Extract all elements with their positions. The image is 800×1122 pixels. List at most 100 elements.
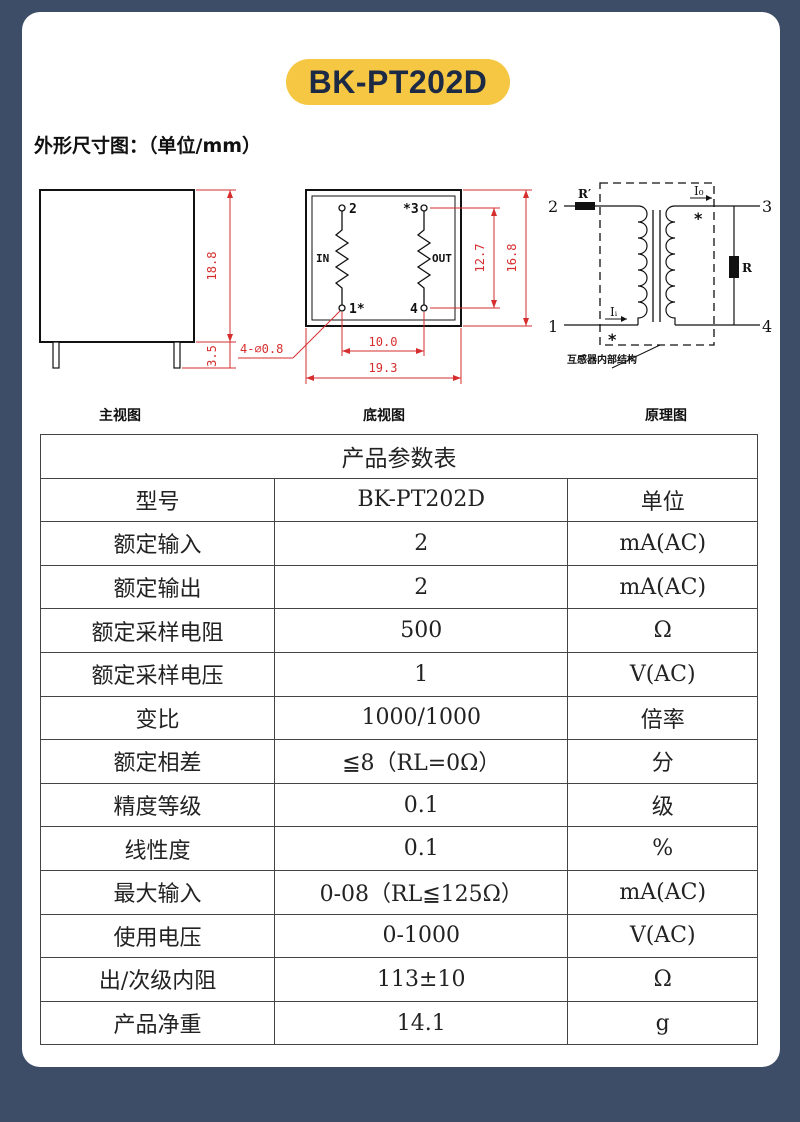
front-height-dim: 18.8 bbox=[205, 252, 219, 281]
secondary-polarity-mark: * bbox=[694, 209, 703, 228]
param-value: ≦8（RL=0Ω） bbox=[274, 739, 569, 784]
pin-hole-4 bbox=[420, 304, 428, 312]
pin-hole-1 bbox=[338, 304, 346, 312]
param-unit: mA(AC) bbox=[567, 521, 758, 566]
param-name: 精度等级 bbox=[39, 782, 276, 828]
param-name: 变比 bbox=[39, 695, 276, 741]
header-cell-unit: 单位 bbox=[567, 477, 758, 523]
schem-pin-1: 1 bbox=[548, 317, 558, 336]
param-unit: g bbox=[567, 1000, 758, 1046]
table-row: 额定相差≦8（RL=0Ω）分 bbox=[39, 739, 758, 784]
r-prime-label: R′ bbox=[578, 187, 591, 201]
param-name: 线性度 bbox=[39, 826, 276, 871]
bottom-pin-2-label: 2 bbox=[349, 202, 357, 217]
param-value: 2 bbox=[274, 521, 569, 566]
r-prime-resistor bbox=[575, 202, 595, 210]
param-name: 产品净重 bbox=[39, 1000, 276, 1046]
out-coil-symbol bbox=[416, 211, 432, 305]
param-value: 0-1000 bbox=[274, 913, 569, 959]
primary-winding bbox=[637, 205, 648, 325]
dim-16-8: 16.8 bbox=[505, 244, 519, 273]
primary-polarity-mark: * bbox=[608, 330, 617, 349]
param-unit: V(AC) bbox=[567, 913, 758, 959]
bottom-view-caption: 底视图 bbox=[363, 408, 405, 424]
schem-pin-2: 2 bbox=[548, 197, 558, 216]
front-view-body bbox=[39, 189, 195, 343]
param-value: 0-08（RL≦125Ω） bbox=[274, 869, 569, 915]
schem-pin-3: 3 bbox=[762, 197, 772, 216]
r-label: R bbox=[742, 261, 753, 275]
dim-10-0: 10.0 bbox=[369, 335, 398, 349]
out-label: OUT bbox=[432, 252, 452, 265]
front-view-caption: 主视图 bbox=[99, 408, 141, 424]
param-unit: % bbox=[567, 826, 758, 871]
bottom-pin-1-label: 1* bbox=[349, 302, 365, 317]
param-value: 1000/1000 bbox=[274, 695, 569, 741]
param-value: 113±10 bbox=[274, 957, 569, 1002]
secondary-winding bbox=[665, 205, 676, 325]
front-view-pin-right bbox=[173, 341, 181, 369]
ii-label: Iᵢ bbox=[610, 305, 618, 319]
param-name: 最大输入 bbox=[39, 869, 276, 915]
param-unit: 倍率 bbox=[567, 695, 758, 741]
param-value: 14.1 bbox=[274, 1000, 569, 1046]
table-caption-row: 产品参数表 bbox=[40, 434, 758, 479]
r-resistor bbox=[729, 256, 739, 278]
in-label: IN bbox=[316, 252, 329, 265]
param-name: 出/次级内阻 bbox=[39, 957, 276, 1002]
param-unit: mA(AC) bbox=[567, 869, 758, 915]
table-caption: 产品参数表 bbox=[40, 434, 758, 479]
param-name: 额定相差 bbox=[39, 739, 276, 784]
param-unit: mA(AC) bbox=[567, 564, 758, 610]
technical-drawings: 18.8 3.5 2 *3 1* 4 IN OUT 12.7 16.8 10.0 bbox=[39, 182, 772, 384]
schematic-drawing: 2 3 1 4 R′ I₀ Iᵢ R * * 互感器内部结构 bbox=[548, 182, 772, 369]
param-value: 0.1 bbox=[274, 782, 569, 828]
param-value: 2 bbox=[274, 564, 569, 610]
param-value: 1 bbox=[274, 651, 569, 697]
bottom-pin-3-label: *3 bbox=[403, 202, 419, 217]
dim-19-3: 19.3 bbox=[369, 361, 398, 375]
hole-callout: 4-⌀0.8 bbox=[240, 342, 283, 356]
schem-pin-4: 4 bbox=[762, 317, 772, 336]
pin-hole-2 bbox=[338, 204, 346, 212]
param-unit: V(AC) bbox=[567, 651, 758, 697]
param-name: 额定输入 bbox=[39, 521, 276, 566]
header-cell-model-value: BK-PT202D bbox=[274, 477, 569, 523]
front-view-drawing: 18.8 3.5 bbox=[39, 189, 236, 369]
param-value: 500 bbox=[274, 608, 569, 653]
param-unit: Ω bbox=[567, 608, 758, 653]
in-coil-symbol bbox=[334, 211, 350, 305]
dimension-heading: 外形尺寸图：（单位/mm） bbox=[34, 135, 262, 157]
header-cell-model: 型号 bbox=[39, 477, 276, 523]
param-name: 额定采样电阻 bbox=[39, 608, 276, 653]
front-pin-dim: 3.5 bbox=[205, 345, 219, 367]
bottom-view-body bbox=[305, 189, 462, 327]
product-title: BK-PT202D bbox=[308, 63, 488, 100]
table-header-row: 型号 BK-PT202D 单位 bbox=[39, 477, 758, 523]
pin-hole-3 bbox=[420, 204, 428, 212]
param-unit: Ω bbox=[567, 957, 758, 1002]
param-unit: 级 bbox=[567, 782, 758, 828]
internal-structure-box bbox=[599, 182, 715, 346]
io-label: I₀ bbox=[694, 184, 704, 198]
bottom-pin-4-label: 4 bbox=[410, 302, 418, 317]
param-value: 0.1 bbox=[274, 826, 569, 871]
bottom-view-drawing: 2 *3 1* 4 IN OUT 12.7 16.8 10.0 19.3 4-⌀… bbox=[238, 189, 532, 384]
param-name: 使用电压 bbox=[39, 913, 276, 959]
front-view-pin-left bbox=[52, 341, 60, 369]
internal-structure-label: 互感器内部结构 bbox=[567, 353, 637, 366]
param-name: 额定输出 bbox=[39, 564, 276, 610]
schematic-caption: 原理图 bbox=[645, 408, 687, 424]
